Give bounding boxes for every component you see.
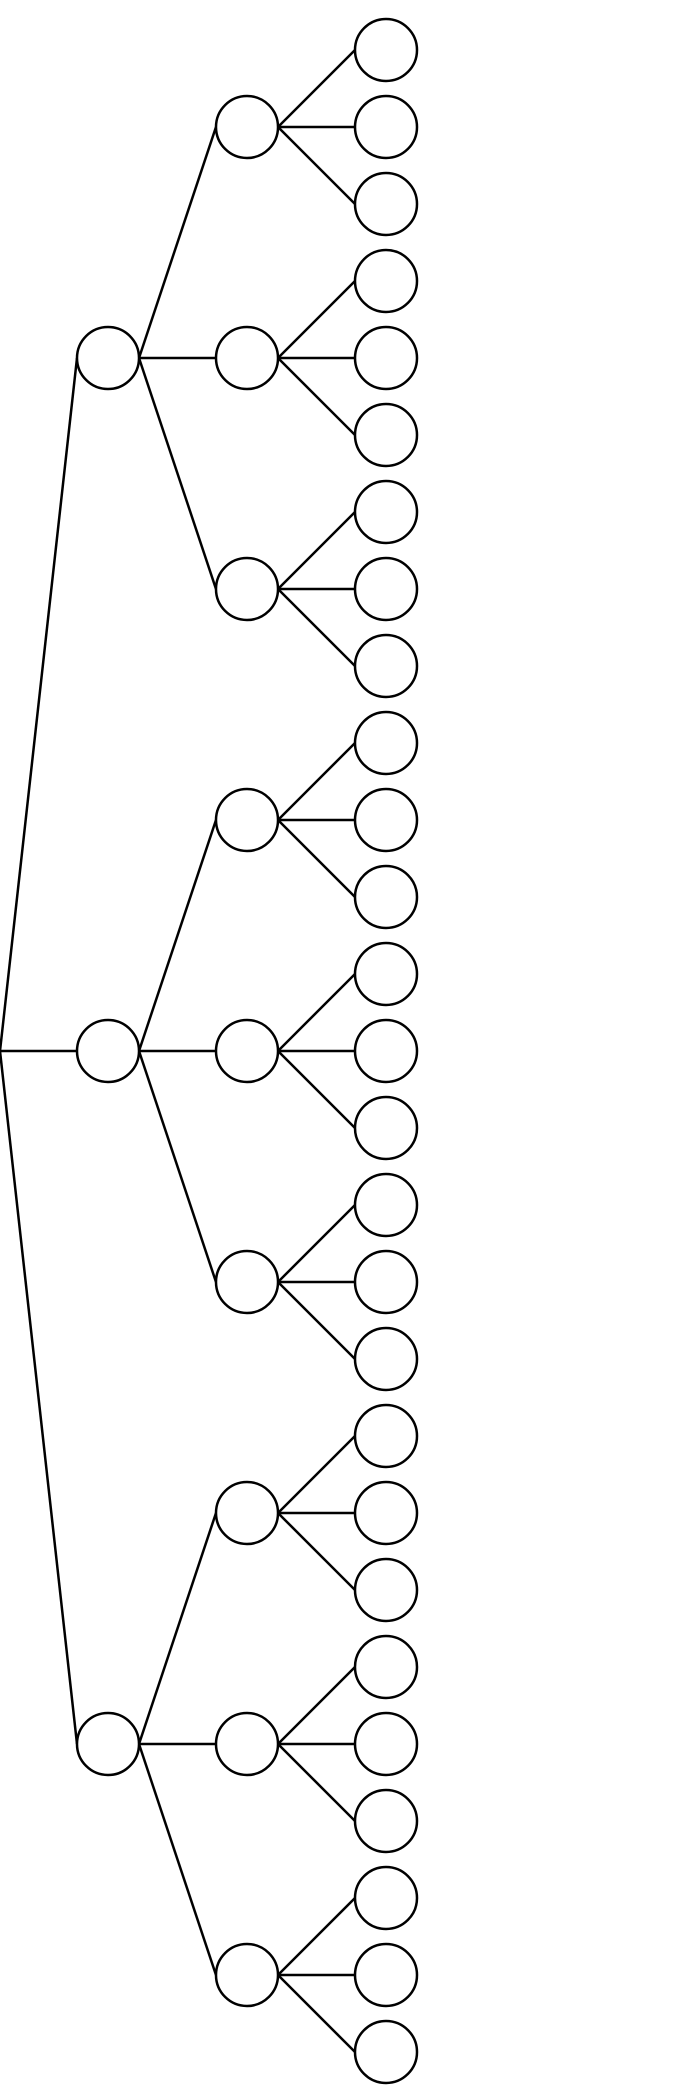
tree-node-level-2 (214, 1249, 280, 1315)
leaf-node (353, 2019, 419, 2085)
tree-edge (277, 511, 356, 590)
leaf-node (353, 1018, 419, 1084)
leaf-node (353, 1865, 419, 1931)
leaf-node (353, 248, 419, 314)
tree-edge (277, 819, 356, 898)
leaf-node (353, 1634, 419, 1700)
tree-edge (277, 126, 356, 205)
tree-edge (277, 1281, 356, 1360)
tree-edge (137, 126, 218, 359)
tree-node-level-2 (214, 787, 280, 853)
leaf-node (353, 17, 419, 83)
tree-edge (277, 742, 356, 821)
leaf-node (353, 710, 419, 776)
tree-edge (277, 1897, 356, 1976)
tree-edge (277, 1666, 356, 1745)
tree-node-level-2 (214, 556, 280, 622)
leaf-node (353, 633, 419, 699)
tree-edge (277, 280, 356, 359)
leaf-node (353, 171, 419, 237)
tree-edge (137, 1512, 218, 1745)
leaf-node (353, 1326, 419, 1392)
tree-edge (277, 1204, 356, 1283)
leaf-node (353, 787, 419, 853)
tree-edge (277, 1974, 356, 2053)
tree-node-level-2 (214, 1711, 280, 1777)
tree-edge (277, 1050, 356, 1129)
leaf-node (353, 1480, 419, 1546)
tree-node-level-2 (214, 94, 280, 160)
tree-node-level-2 (214, 1942, 280, 2008)
leaf-node (353, 941, 419, 1007)
tree-edge (277, 49, 356, 128)
leaf-node (353, 1942, 419, 2008)
tree-edge (137, 357, 218, 590)
leaf-node (353, 864, 419, 930)
leaf-node (353, 402, 419, 468)
tree-node-level-1 (75, 1018, 141, 1084)
leaf-node (353, 325, 419, 391)
leaf-node (353, 1788, 419, 1854)
tree-edge (277, 1435, 356, 1514)
leaf-node (353, 1711, 419, 1777)
tree-node-level-2 (214, 1018, 280, 1084)
tree-edge (277, 973, 356, 1052)
leaf-node (353, 1249, 419, 1315)
tree-edge (137, 819, 218, 1052)
leaf-node (353, 1095, 419, 1161)
nodes (75, 17, 419, 2085)
leaf-node (353, 1172, 419, 1238)
leaf-node (353, 1557, 419, 1623)
tree-edge (277, 1512, 356, 1591)
tree-edge (137, 1743, 218, 1976)
tree-node-level-2 (214, 325, 280, 391)
tree-node-level-2 (214, 1480, 280, 1546)
tree-edge (277, 1743, 356, 1822)
leaf-node (353, 94, 419, 160)
tree-edge (0, 1050, 79, 1745)
tree-edge (277, 357, 356, 436)
leaf-node (353, 556, 419, 622)
tree-edge (0, 357, 79, 1052)
leaf-node (353, 479, 419, 545)
edges (0, 49, 356, 2053)
leaf-node (353, 1403, 419, 1469)
tree-node-level-1 (75, 1711, 141, 1777)
tree-node-level-1 (75, 325, 141, 391)
tree-edge (137, 1050, 218, 1283)
tree-edge (277, 588, 356, 667)
